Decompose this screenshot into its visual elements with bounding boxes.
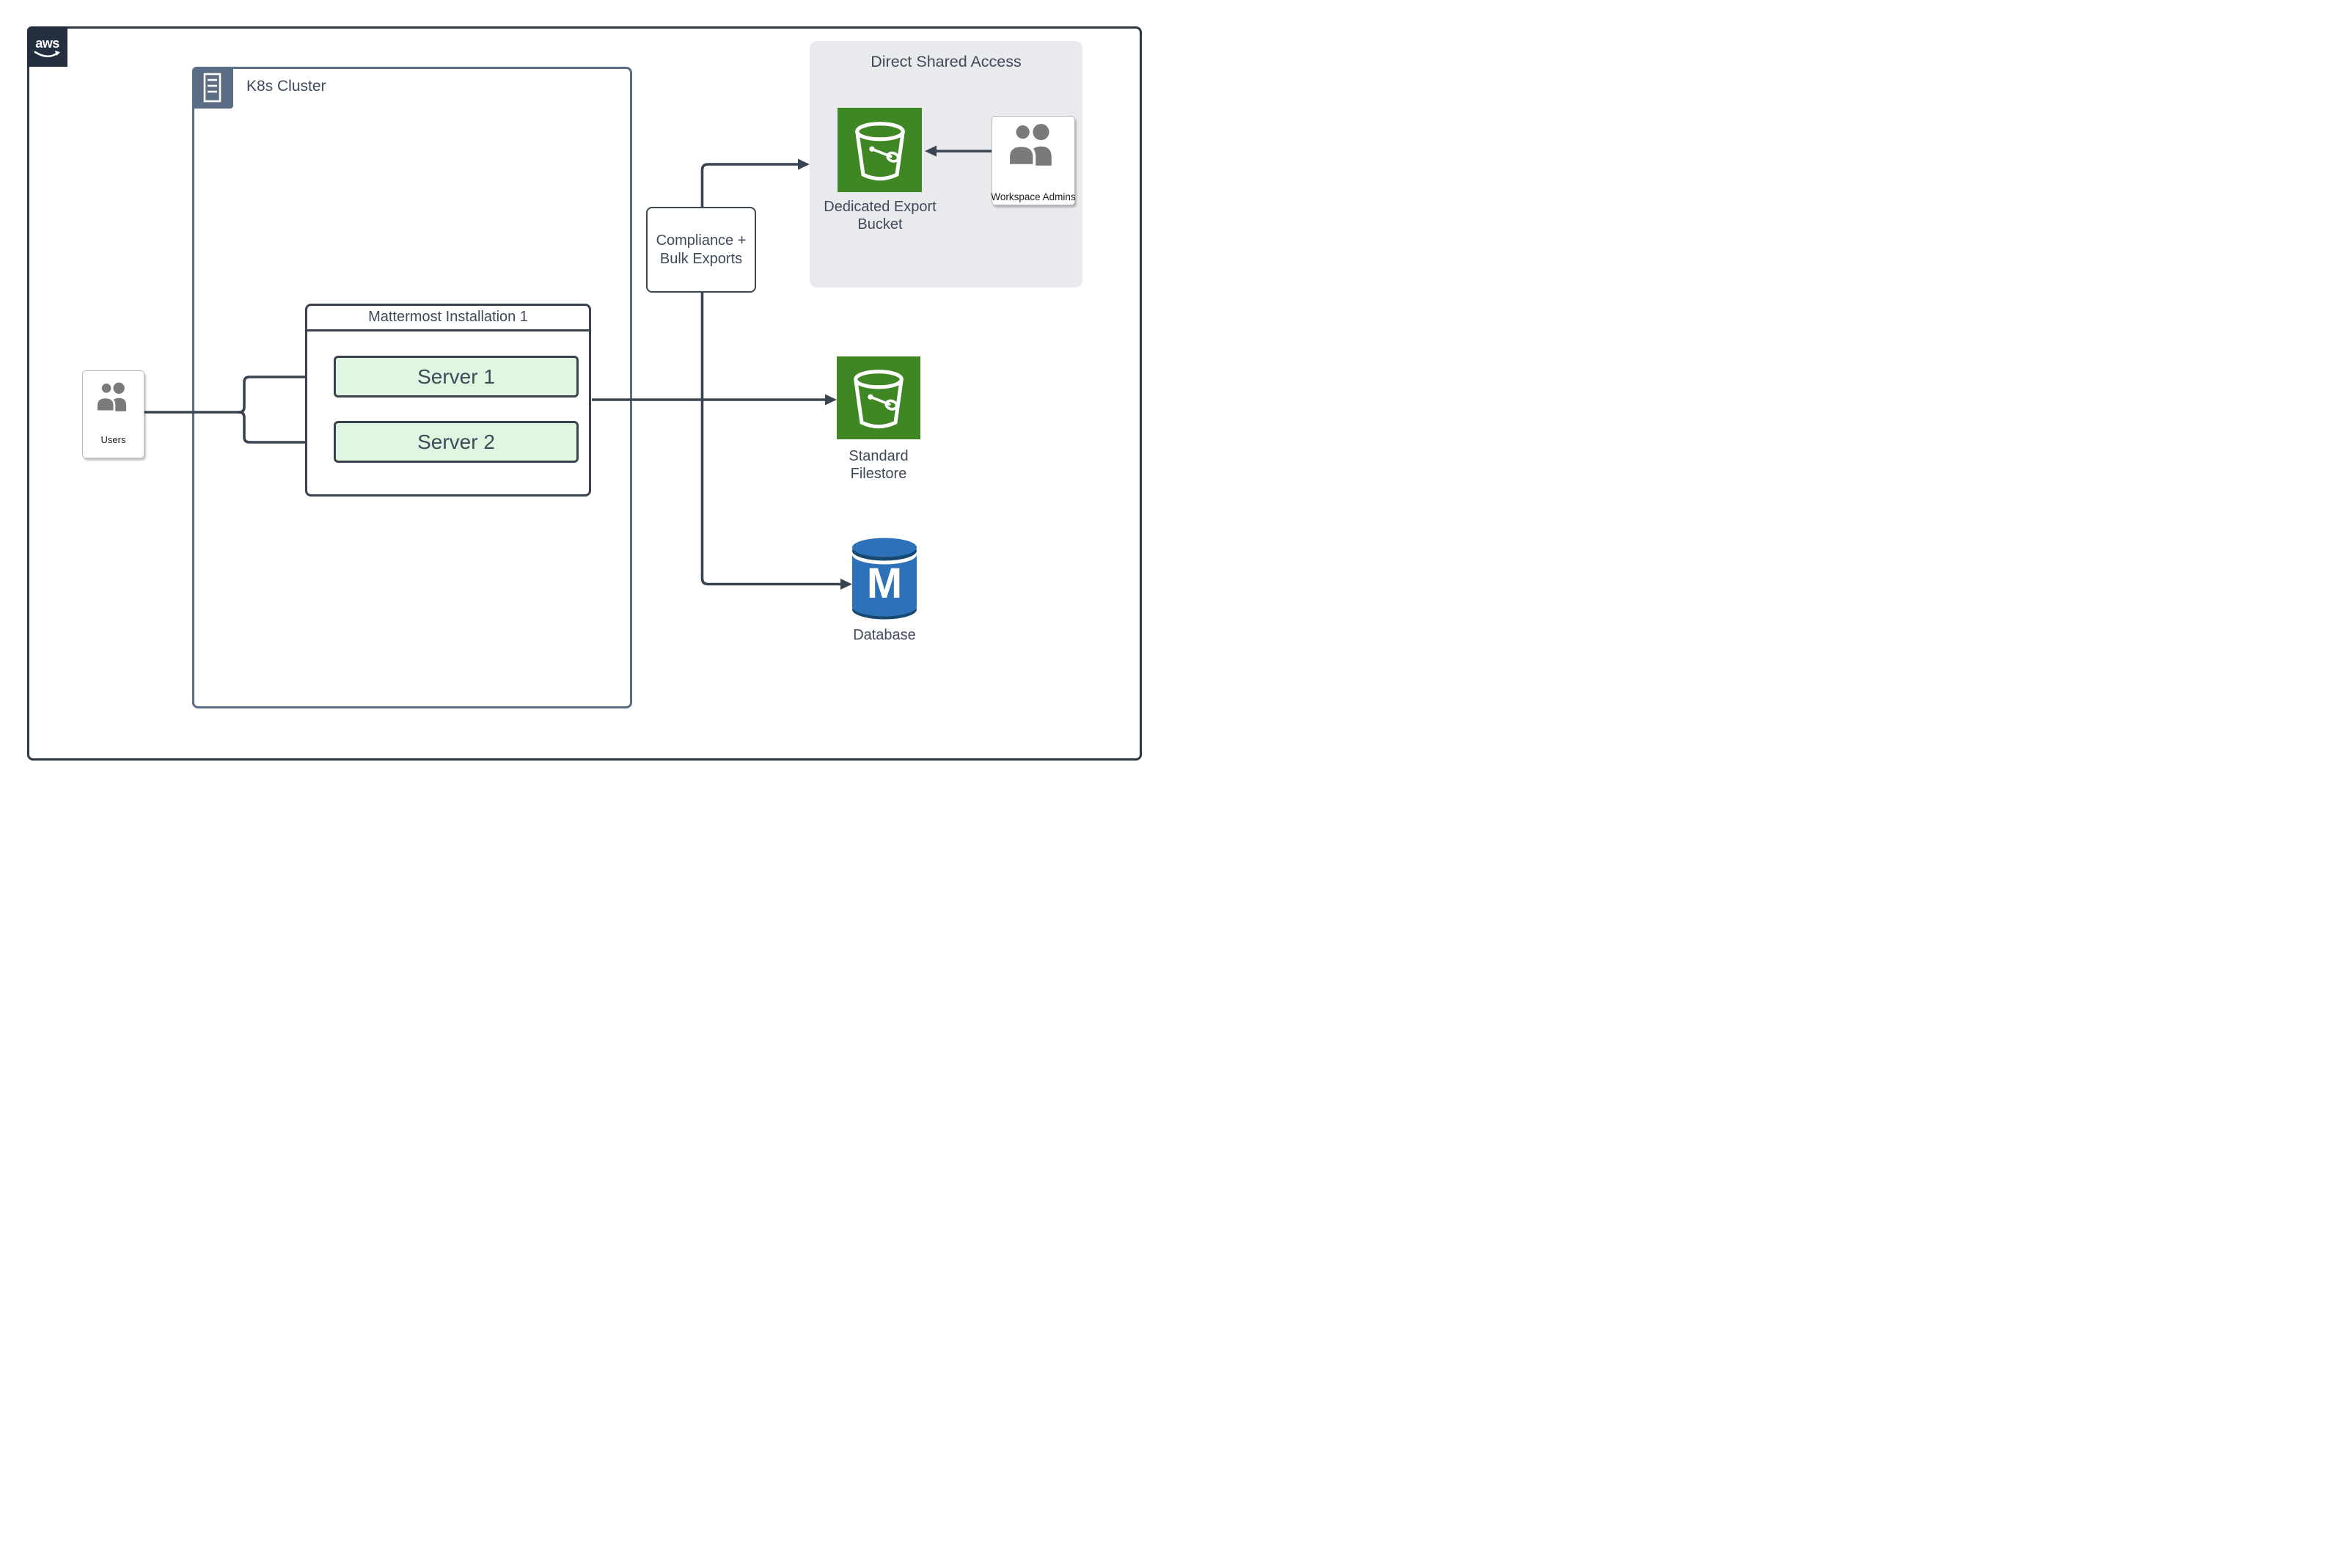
compliance-label-line2: Bulk Exports (659, 250, 743, 267)
mattermost-installation-title: Mattermost Installation 1 (368, 309, 528, 325)
compliance-label-line1: Compliance + (656, 232, 747, 249)
standard-filestore-label: Standard Filestore (820, 447, 937, 483)
dedicated-export-bucket-label-line2: Bucket (857, 216, 903, 232)
database-label: Database (853, 627, 916, 643)
s3-bucket-icon (854, 369, 904, 428)
users-node: Users (82, 370, 144, 458)
server-1-label: Server 1 (417, 364, 495, 388)
direct-shared-access-title: Direct Shared Access (871, 53, 1022, 70)
s3-bucket-icon (854, 121, 905, 180)
workspace-admins-icon (1007, 122, 1052, 166)
mattermost-title-divider (305, 329, 591, 331)
k8s-cluster-container (192, 67, 632, 708)
dedicated-export-bucket-label-line1: Dedicated Export (824, 199, 937, 215)
standard-filestore-node (837, 356, 920, 439)
workspace-admins-label: Workspace Admins (991, 191, 1076, 202)
standard-filestore-label-line1: Standard (849, 448, 909, 464)
dedicated-export-bucket-label: Dedicated Export Bucket (813, 198, 947, 233)
database-monogram: M (867, 560, 902, 607)
diagram-canvas: aws K8s Cluster Direct Shared Access (0, 0, 1169, 784)
users-label: Users (100, 434, 126, 445)
server-1-node: Server 1 (334, 356, 579, 398)
k8s-cluster-label: K8s Cluster (246, 78, 326, 95)
server-2-label: Server 2 (417, 430, 495, 453)
server-2-node: Server 2 (334, 421, 579, 463)
outer-frame (27, 26, 1142, 761)
users-icon (95, 381, 126, 412)
aws-logo: aws (27, 26, 67, 67)
mattermost-installation-box (305, 304, 591, 497)
database-node: M (852, 536, 917, 622)
aws-smile-icon (34, 50, 60, 57)
standard-filestore-label-line2: Filestore (850, 466, 907, 482)
workspace-admins-node: Workspace Admins (991, 116, 1076, 205)
server-rack-icon (203, 73, 221, 103)
aws-logo-text: aws (35, 35, 59, 51)
compliance-bulk-exports-node: Compliance + Bulk Exports (646, 207, 756, 293)
k8s-cluster-tab (192, 67, 233, 109)
dedicated-export-bucket-node (838, 108, 922, 192)
database-cylinder-icon: M (852, 538, 917, 620)
